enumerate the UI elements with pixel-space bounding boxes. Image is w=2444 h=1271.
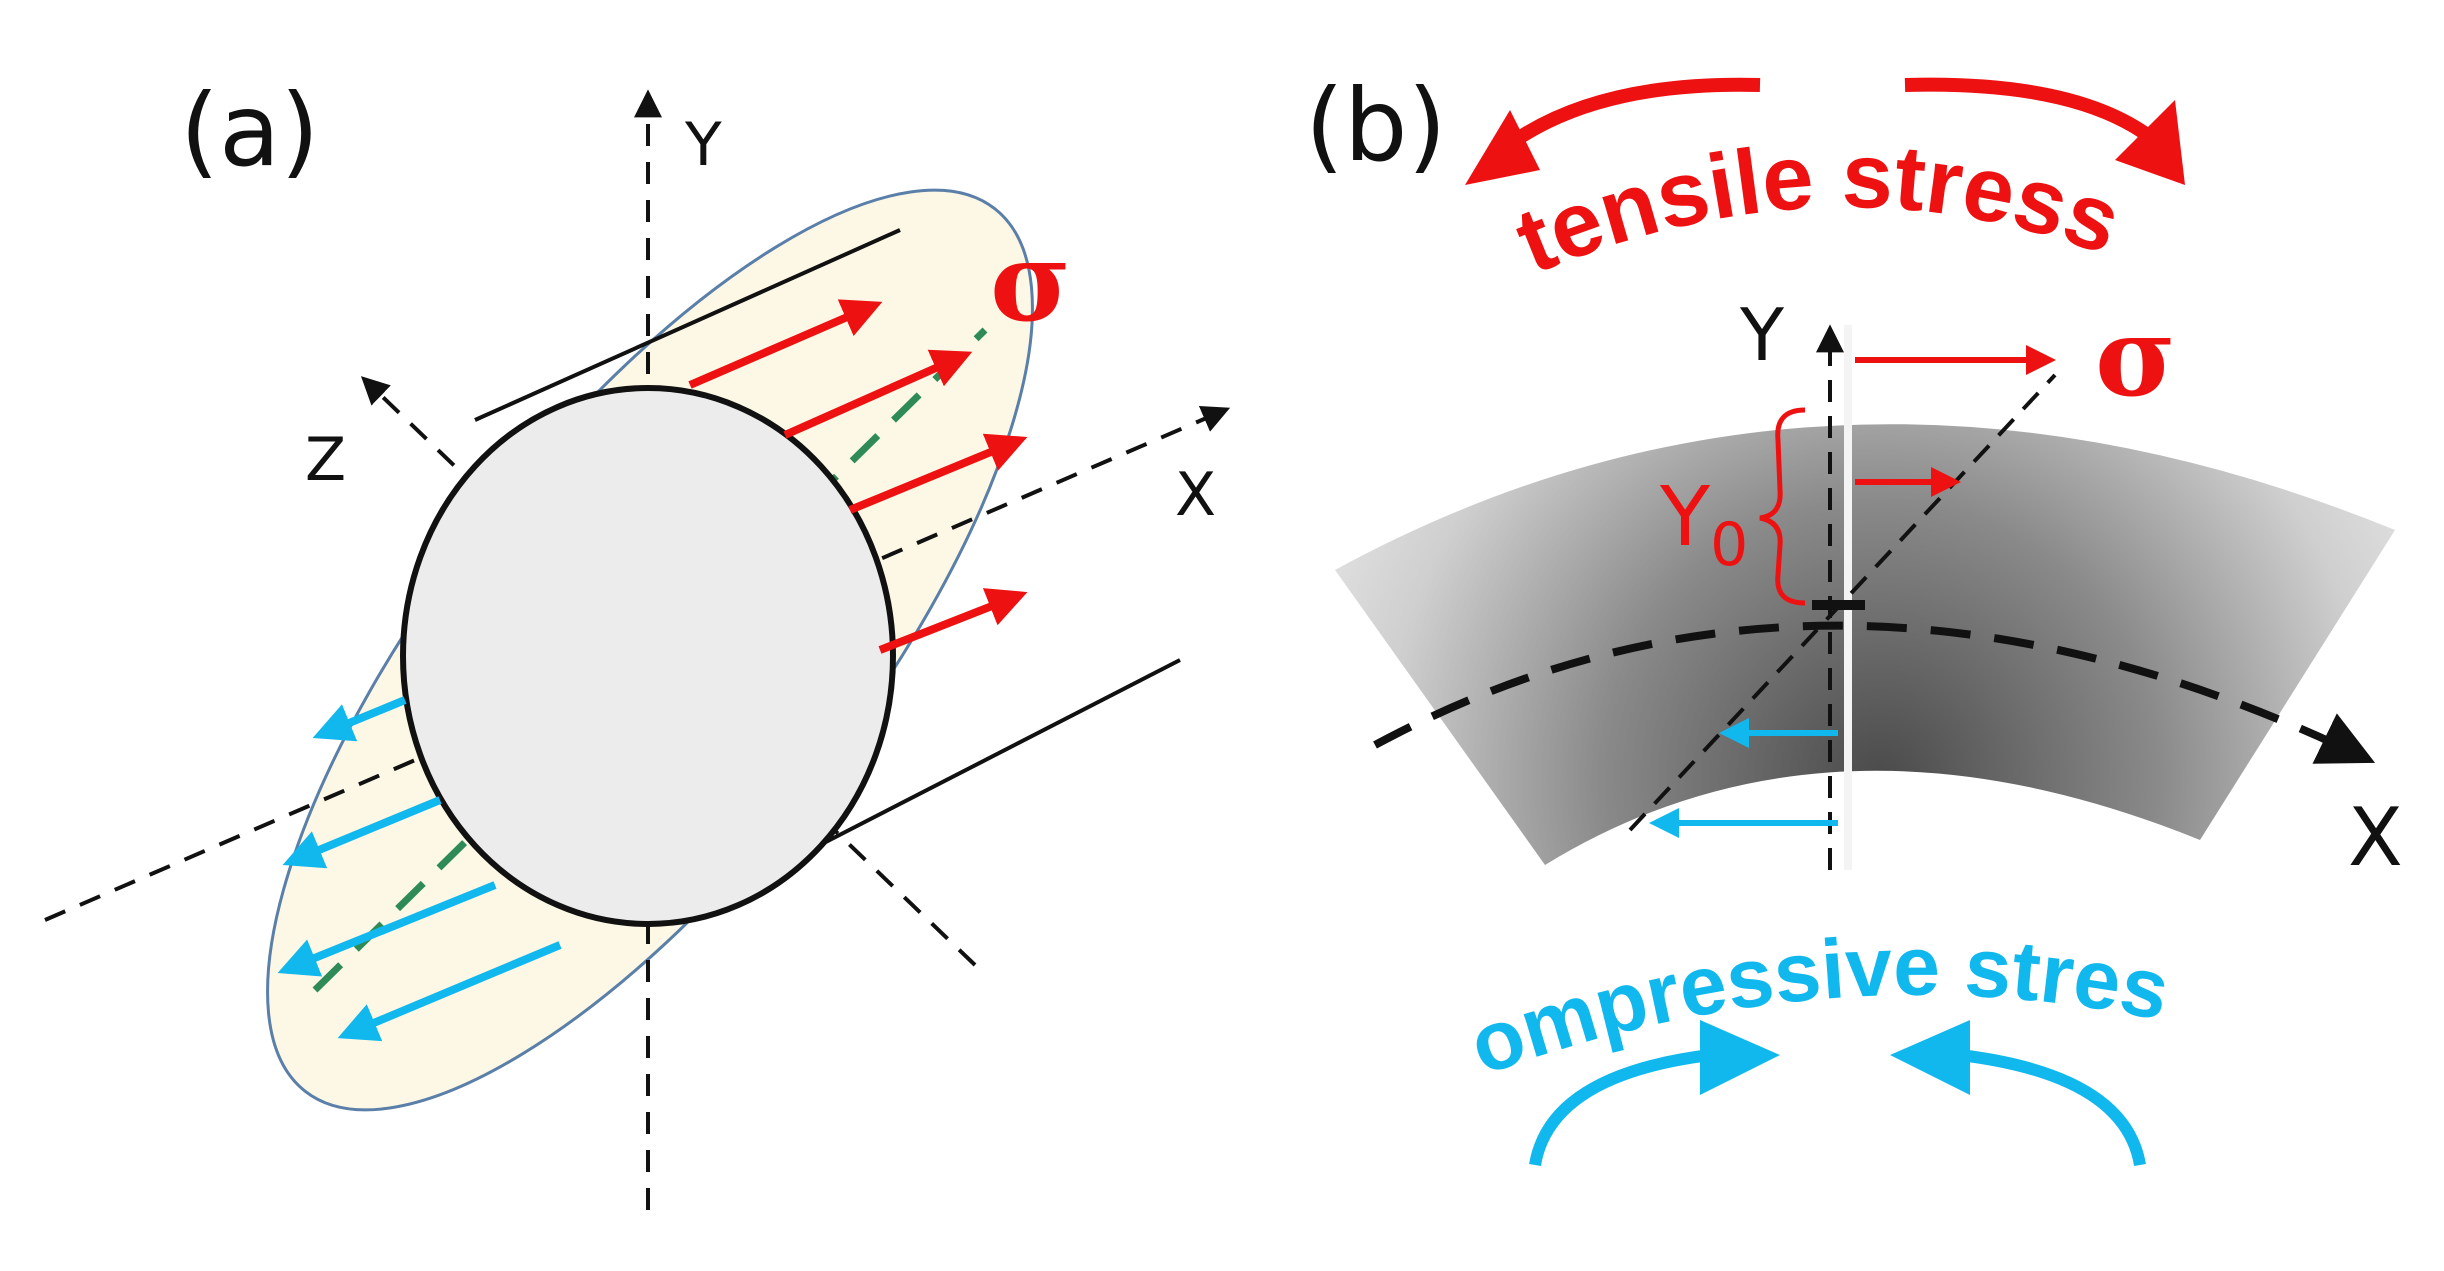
compressive-curved-arrow-right — [1959, 1049, 2146, 1167]
compressive-arrows-a — [277, 696, 562, 1042]
compressive-arrowhead-left — [1700, 1020, 1780, 1095]
sigma-label-b: σ — [2095, 292, 2176, 421]
neutral-axis-b — [1373, 621, 2376, 764]
tensile-stress-text: tensile stress — [1503, 125, 2133, 293]
axis-y-label-b: Y — [1739, 293, 1785, 377]
compressive-curved-arrow-left — [1529, 1049, 1711, 1167]
axis-x-label-b: X — [2348, 791, 2403, 884]
tangent-line-bottom — [819, 658, 1181, 847]
axis-y-label-a: Y — [684, 110, 722, 180]
tensile-curved-arrow-right — [1904, 77, 2165, 151]
panel-a-label: (a) — [180, 72, 319, 189]
axis-x-label-a: X — [1175, 460, 1216, 530]
y0-label-sub: 0 — [1710, 510, 1748, 580]
tensile-stress-textpath: tensile stress — [1503, 125, 2133, 293]
panel-b-label: (b) — [1305, 67, 1447, 184]
bent-beam — [1335, 424, 2395, 865]
axis-x-a — [44, 406, 1231, 922]
diagonal-axis-b — [1628, 373, 2057, 832]
cross-section-circle — [400, 385, 896, 927]
y0-label: Y0 — [1659, 470, 1748, 580]
y0-label-main: Y — [1659, 470, 1711, 565]
tensile-arrows-a — [688, 299, 1028, 654]
axis-z-label-a: Z — [305, 425, 346, 495]
y0-brace — [1759, 407, 1806, 606]
sigma-label-a: σ — [990, 217, 1071, 346]
compressive-arrowhead-right — [1890, 1020, 1970, 1095]
tangent-line-top — [474, 228, 901, 422]
tensile-arrowhead-right — [2115, 100, 2185, 185]
panel-a: (a) Y X Z σ — [44, 72, 1231, 1210]
tensile-arrowhead-left — [1465, 110, 1540, 185]
